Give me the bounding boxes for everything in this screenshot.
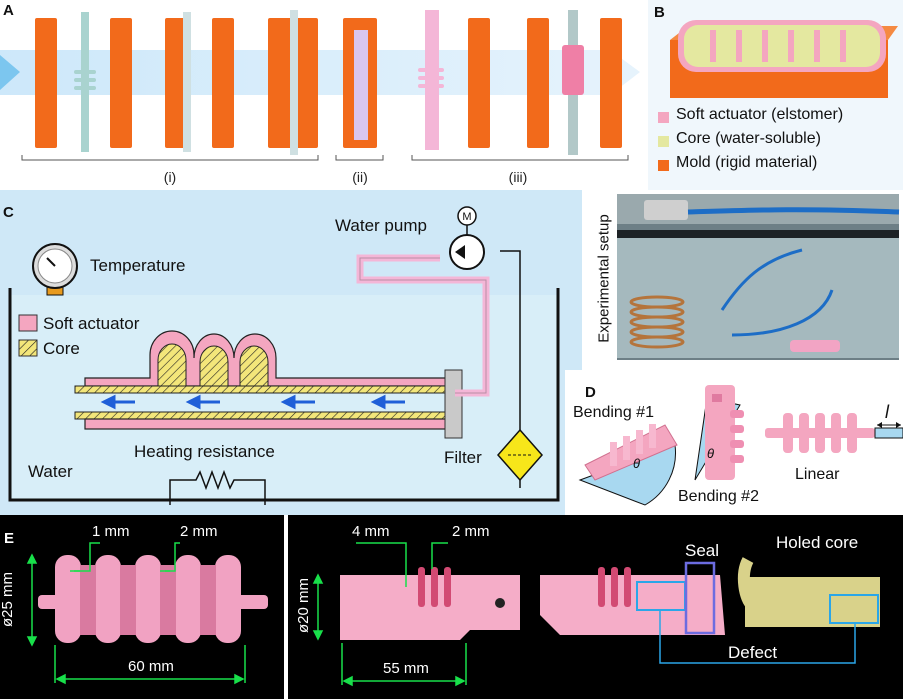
svg-text:θ: θ [707,446,714,461]
seal-label: Seal [685,541,720,560]
mold-diagram [658,20,898,171]
dim-60mm: 60 mm [128,658,174,675]
temperature-label: Temperature [90,256,186,275]
dim-55mm: 55 mm [383,660,429,677]
dim-1mm: 1 mm [92,523,130,540]
experimental-setup-photo: Experimental setup [582,190,903,370]
panel-c-label: C [3,204,14,221]
water-label: Water [28,462,73,481]
panel-d: D θ θ l Bending #1 Bending #2 Linear [565,370,903,515]
dim-2mm: 2 mm [180,523,218,540]
panel-b-label: B [654,4,665,21]
panel-d-label: D [585,384,596,401]
heating-resistor-icon [169,469,266,505]
holed-core-label: Holed core [776,533,859,552]
motor-icon [457,206,477,226]
bending1-label: Bending #1 [573,404,654,421]
legend-soft-actuator: Soft actuator [43,314,140,333]
svg-text:M: M [462,211,471,223]
bending2-label: Bending #2 [678,488,759,505]
dim-4mm: 4 mm [352,523,390,540]
panel-e-label: E [4,530,15,547]
panel-e: E [0,515,903,699]
linear-label: Linear [795,466,840,483]
legend-swatch-core [658,136,669,147]
legend-swatch-mold [658,160,669,171]
legend-core: Core [43,339,80,358]
panel-a: A [0,0,648,190]
fabricated-actuators-photo [26,542,880,687]
panel-b: B Soft actuator (elstomer) Core (water-s… [648,0,903,190]
dim-20mm: ø20 mm [295,577,313,634]
bending-modes-diagram: θ θ l [578,385,903,506]
group-i-label: (i) [164,169,176,185]
mold-process-photo: (i) (ii) (iii) [0,10,640,185]
photo-label: Experimental setup [595,214,613,343]
water-pump-label: Water pump [335,216,427,235]
dim-25mm: ø25 mm [0,571,17,628]
filter-label: Filter [444,448,482,467]
svg-text:θ: θ [633,456,640,471]
legend-core: Core (water-soluble) [676,130,821,147]
legend-mold: Mold (rigid material) [676,154,818,171]
defect-label: Defect [728,643,778,662]
panel-a-label: A [3,2,14,19]
legend-swatch-actuator [658,112,669,123]
panel-c: C [0,190,582,515]
setup-schematic: M [8,206,560,505]
heating-label: Heating resistance [134,442,275,461]
legend-actuator: Soft actuator (elstomer) [676,106,844,123]
svg-text:l: l [885,402,890,422]
dim-2mm-b: 2 mm [452,523,490,540]
group-iii-label: (iii) [509,169,528,185]
group-ii-label: (ii) [352,169,368,185]
